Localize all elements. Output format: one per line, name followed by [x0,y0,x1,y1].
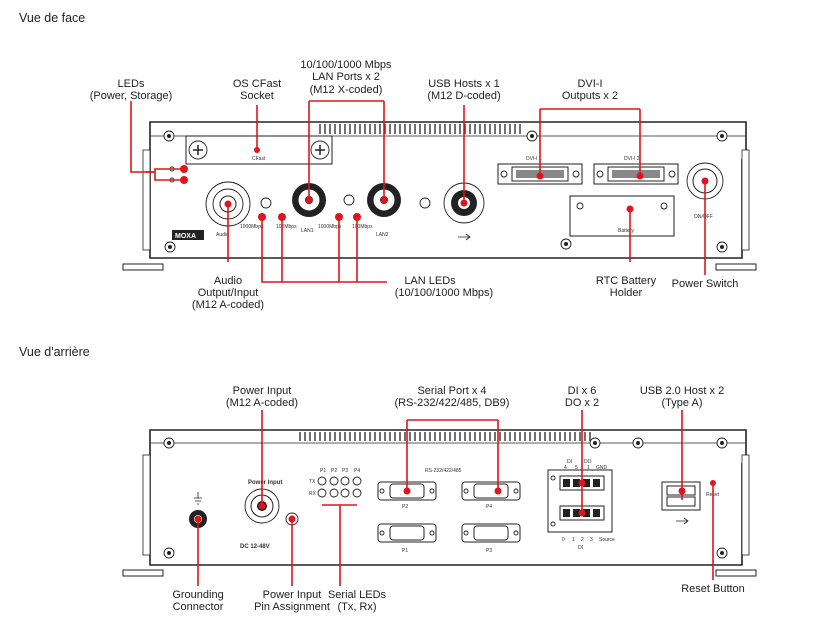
svg-text:P1: P1 [320,468,326,474]
svg-text:2: 2 [581,537,584,543]
svg-text:DI: DI [578,545,583,551]
callout-cfast-2: Socket [240,90,274,102]
usb-icon [458,233,471,241]
svg-text:P2: P2 [402,504,408,510]
svg-text:5: 5 [575,465,578,471]
serial-p4: P4 [461,481,521,510]
usb-rear-icon [676,517,689,525]
lan1-panel-label: LAN1 [301,228,314,234]
audio-panel-label: Audio [216,232,229,238]
callout-usb-2: (M12 D-coded) [427,90,500,102]
svg-text:1: 1 [587,465,590,471]
led-1000-a: 1000Mbps [240,224,264,230]
callout-lanleds-2: (10/100/1000 Mbps) [395,287,493,299]
callout-cfast-1: OS CFast [233,78,281,90]
svg-text:P3: P3 [486,548,492,554]
svg-text:Serial Port x 4: Serial Port x 4 [417,385,486,397]
rtc-battery-holder: Battery [569,195,675,237]
callout-dvi-2: Outputs x 2 [562,90,618,102]
dc-panel-label: DC 12-48V [240,544,270,550]
svg-text:P4: P4 [486,504,492,510]
callout-lanleds-1: LAN LEDs [404,275,456,287]
rear-chassis [122,429,757,577]
svg-text:P4: P4 [354,468,360,474]
moxa-logo: MOXA [172,230,204,240]
callout-leds-1: LEDs [118,78,145,90]
svg-text:0: 0 [562,537,565,543]
rear-callout-lines [194,410,714,586]
callout-rtc-2: Holder [610,287,643,299]
serial-group-label: RS-232/422/485 [425,468,462,474]
svg-text:Power Input: Power Input [263,589,322,601]
svg-text:DI x 6: DI x 6 [568,385,597,397]
callout-powerswitch: Power Switch [672,278,739,290]
led-100-b: 100Mbps [352,224,373,230]
svg-text:Source: Source [599,537,615,543]
cfast-panel-label: CFast [252,156,266,162]
svg-text:Power Input: Power Input [233,385,292,397]
svg-text:USB 2.0 Host x 2: USB 2.0 Host x 2 [640,385,724,397]
svg-text:Grounding: Grounding [172,589,223,601]
svg-text:P2: P2 [331,468,337,474]
callout-dvi-1: DVI-I [577,78,602,90]
onoff-panel-label: ON/OFF [694,214,713,220]
svg-text:RX: RX [309,491,317,497]
serial-p1: P1 [377,523,437,554]
svg-text:(Type A): (Type A) [662,397,703,409]
dvi2-port: DVI-I 2 [593,156,679,185]
svg-text:(Tx, Rx): (Tx, Rx) [337,601,376,613]
led-1000-b: 1000Mbps [318,224,342,230]
led-100-a: 100Mbps [276,224,297,230]
svg-text:P1: P1 [402,548,408,554]
callout-lan-2: LAN Ports x 2 [312,71,380,83]
svg-text:DI: DI [567,459,572,465]
front-callout-lines [130,100,709,283]
front-screws [163,130,728,253]
callout-leds-2: (Power, Storage) [90,90,173,102]
rear-callout-labels: Power Input (M12 A-coded) Serial Port x … [172,385,744,613]
svg-text:1: 1 [572,537,575,543]
svg-text:DO x 2: DO x 2 [565,397,599,409]
lan2-panel-label: LAN2 [376,232,389,238]
ground-icon [194,492,202,505]
callout-lan-1: 10/100/1000 Mbps [300,59,392,71]
svg-text:P3: P3 [342,468,348,474]
dvi2-panel-label: DVI-I 2 [624,156,640,162]
svg-text:DO: DO [584,459,592,465]
dvi1-panel-label: DVI-I 1 [526,156,542,162]
svg-text:3: 3 [590,537,593,543]
callout-audio-1: Audio [214,275,242,287]
svg-text:Reset Button: Reset Button [681,583,745,595]
callout-audio-3: (M12 A-coded) [192,299,264,311]
callout-rtc-1: RTC Battery [596,275,657,287]
callout-audio-2: Output/Input [198,287,259,299]
front-section-title: Vue de face [19,11,85,25]
serial-leds: P1 P2 P3 P4 TX RX [309,468,362,498]
svg-text:Pin Assignment: Pin Assignment [254,601,330,613]
svg-text:Connector: Connector [173,601,224,613]
callout-usb-1: USB Hosts x 1 [428,78,500,90]
callout-lan-3: (M12 X-coded) [310,84,383,96]
svg-text:TX: TX [309,479,316,485]
rear-section-title: Vue d'arrière [19,345,90,359]
svg-text:4: 4 [564,465,567,471]
battery-panel-label: Battery [618,228,634,234]
serial-p3: P3 [461,523,521,554]
svg-text:(RS-232/422/485, DB9): (RS-232/422/485, DB9) [395,397,510,409]
svg-text:MOXA: MOXA [175,233,196,240]
front-callout-labels: LEDs (Power, Storage) OS CFast Socket 10… [90,59,739,311]
svg-text:GND: GND [596,465,608,471]
svg-text:Serial LEDs: Serial LEDs [328,589,387,601]
power-input-panel-label: Power Input [248,480,282,486]
svg-text:(M12 A-coded): (M12 A-coded) [226,397,298,409]
